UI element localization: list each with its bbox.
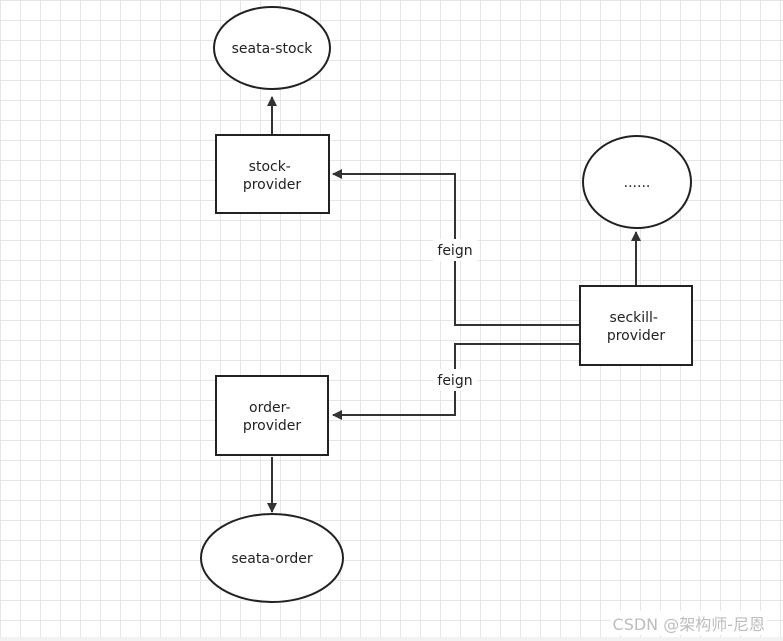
stock-provider-label: stock- provider — [243, 159, 302, 193]
node-ellipsis[interactable]: ...... — [582, 135, 692, 229]
seata-order-label: seata-order — [231, 551, 312, 567]
feign-label-bg-order — [433, 369, 477, 391]
node-seata-order[interactable]: seata-order — [200, 513, 344, 603]
feign-label-stock: feign — [437, 243, 472, 259]
node-seckill-provider[interactable]: seckill- provider — [579, 285, 693, 366]
node-stock-provider[interactable]: stock- provider — [215, 134, 330, 214]
node-seata-stock[interactable]: seata-stock — [213, 6, 331, 90]
feign-label-bg-stock — [433, 239, 477, 261]
feign-label-order: feign — [437, 373, 472, 389]
seata-stock-label: seata-stock — [232, 41, 314, 57]
order-provider-label: order- provider — [243, 400, 302, 434]
watermark: CSDN @架构师-尼恩 — [610, 611, 767, 635]
bottom-strip — [0, 637, 783, 641]
node-order-provider[interactable]: order- provider — [215, 375, 329, 456]
ellipsis-label: ...... — [624, 175, 651, 191]
seckill-provider-label: seckill- provider — [607, 310, 666, 344]
